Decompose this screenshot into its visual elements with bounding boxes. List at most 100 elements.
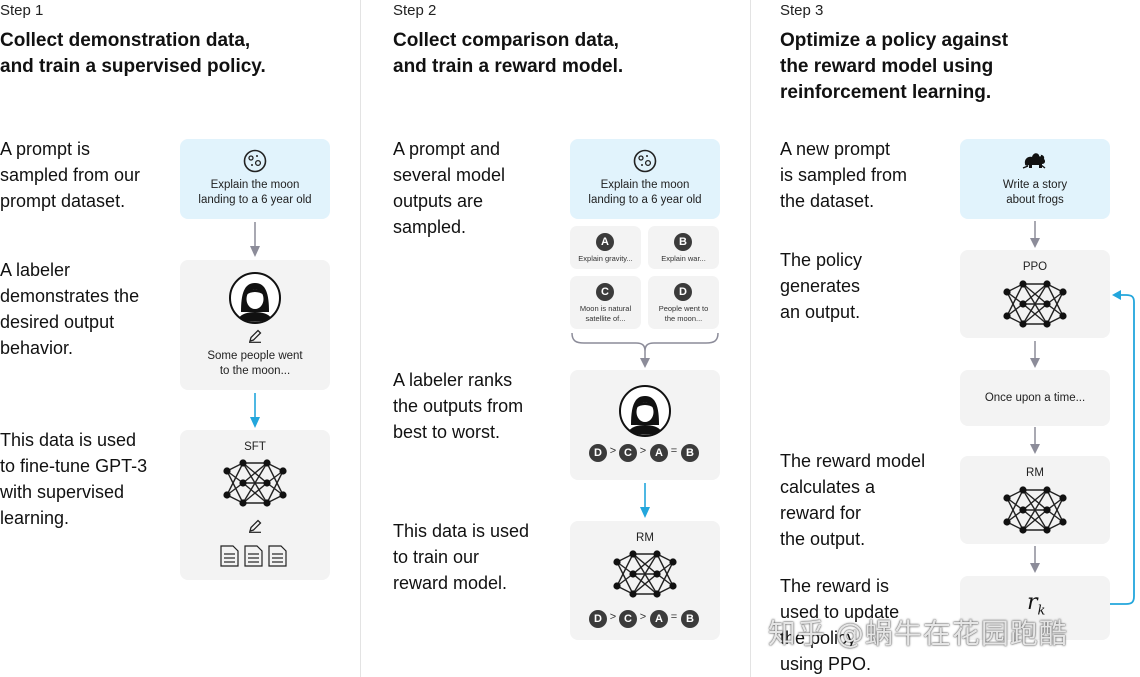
nn-node (1059, 312, 1067, 320)
rank-badge: A (650, 610, 668, 628)
rank-operator: > (609, 445, 617, 457)
nn-node (279, 491, 287, 499)
nn-node (613, 582, 621, 590)
nn-node (239, 479, 247, 487)
rank-badge: C (619, 610, 637, 628)
step3-title-line: Optimize a policy against (780, 30, 1009, 51)
nn-node (239, 459, 247, 467)
arrow-down-icon (250, 222, 260, 257)
nn-node (263, 499, 271, 507)
nn-node (1019, 506, 1027, 514)
moon-icon (633, 149, 657, 173)
step3-title-line: the reward model using (780, 56, 994, 77)
frog-icon (1022, 153, 1046, 169)
nn-node (653, 550, 661, 558)
step3-ppo-panel: PPO (960, 250, 1110, 338)
step3-reward-panel: rk (960, 576, 1110, 640)
arrow-down-icon (1030, 341, 1040, 368)
nn-node (1019, 320, 1027, 328)
arrow-down-accent-icon (640, 483, 650, 518)
step3-output-text: Once upon a time... (984, 392, 1086, 404)
nn-node (1043, 506, 1051, 514)
nn-node (279, 467, 287, 475)
step1-title: Collect demonstration data, and train a … (0, 28, 266, 80)
step3-label: Step 3 (780, 2, 824, 19)
reward-symbol: rk (1027, 590, 1046, 619)
nn-node (1003, 518, 1011, 526)
step3-rm-panel: RM (960, 456, 1110, 544)
nn-node (1019, 300, 1027, 308)
moon-icon (243, 149, 267, 173)
step3-output-panel: Once upon a time... (960, 370, 1110, 426)
nn-node (1043, 526, 1051, 534)
nn-node (1043, 280, 1051, 288)
step1-sft-panel: SFT (180, 430, 330, 580)
step1-title-line: Collect demonstration data, (0, 30, 251, 51)
labeler-avatar-icon (619, 385, 671, 437)
output-text: Explain war... (661, 254, 706, 263)
labeler-avatar-icon (229, 272, 281, 324)
rank-operator: = (670, 445, 678, 457)
nn-node (629, 570, 637, 578)
sft-label: SFT (244, 441, 266, 453)
ppo-label: PPO (1022, 261, 1048, 273)
nn-node (223, 491, 231, 499)
nn-node (239, 499, 247, 507)
step1-label: Step 1 (0, 2, 44, 19)
nn-node (629, 550, 637, 558)
rm-label: RM (636, 532, 654, 544)
pencil-icon (249, 519, 262, 533)
rank-operator: > (639, 445, 647, 457)
output-text: Explain gravity... (578, 254, 633, 263)
column-divider (360, 0, 361, 677)
neural-network-icon (1003, 280, 1067, 328)
ranking-row: D > C > A = B (570, 610, 720, 630)
step2-title: Collect comparison data, and train a rew… (393, 28, 623, 80)
step2-label: Step 2 (393, 2, 437, 19)
ranking-row: D > C > A = B (570, 444, 720, 464)
pencil-icon (249, 329, 262, 343)
arrow-down-icon (1030, 221, 1040, 248)
arrow-down-icon (1030, 546, 1040, 573)
step3-title: Optimize a policy against the reward mod… (780, 28, 1008, 106)
output-badge: D (674, 283, 692, 301)
documents-icon (220, 545, 287, 567)
brace-arrow-icon (571, 332, 719, 368)
nn-node (1059, 494, 1067, 502)
rank-operator: = (670, 611, 678, 623)
nn-node (669, 582, 677, 590)
rm-label: RM (1026, 467, 1044, 479)
step2-ranking-panel: D > C > A = B (570, 370, 720, 480)
nn-node (1003, 494, 1011, 502)
nn-node (629, 590, 637, 598)
nn-node (1059, 288, 1067, 296)
output-badge: B (674, 233, 692, 251)
output-badge: C (596, 283, 614, 301)
nn-node (1019, 526, 1027, 534)
arrow-down-accent-icon (250, 393, 260, 428)
watermark: 知乎 @蜗牛在花园跑酷 (768, 617, 1068, 650)
nn-node (1043, 300, 1051, 308)
rank-badge: D (589, 444, 607, 462)
nn-node (1059, 518, 1067, 526)
output-card-b: B Explain war... (648, 226, 719, 269)
rank-operator: > (609, 611, 617, 623)
